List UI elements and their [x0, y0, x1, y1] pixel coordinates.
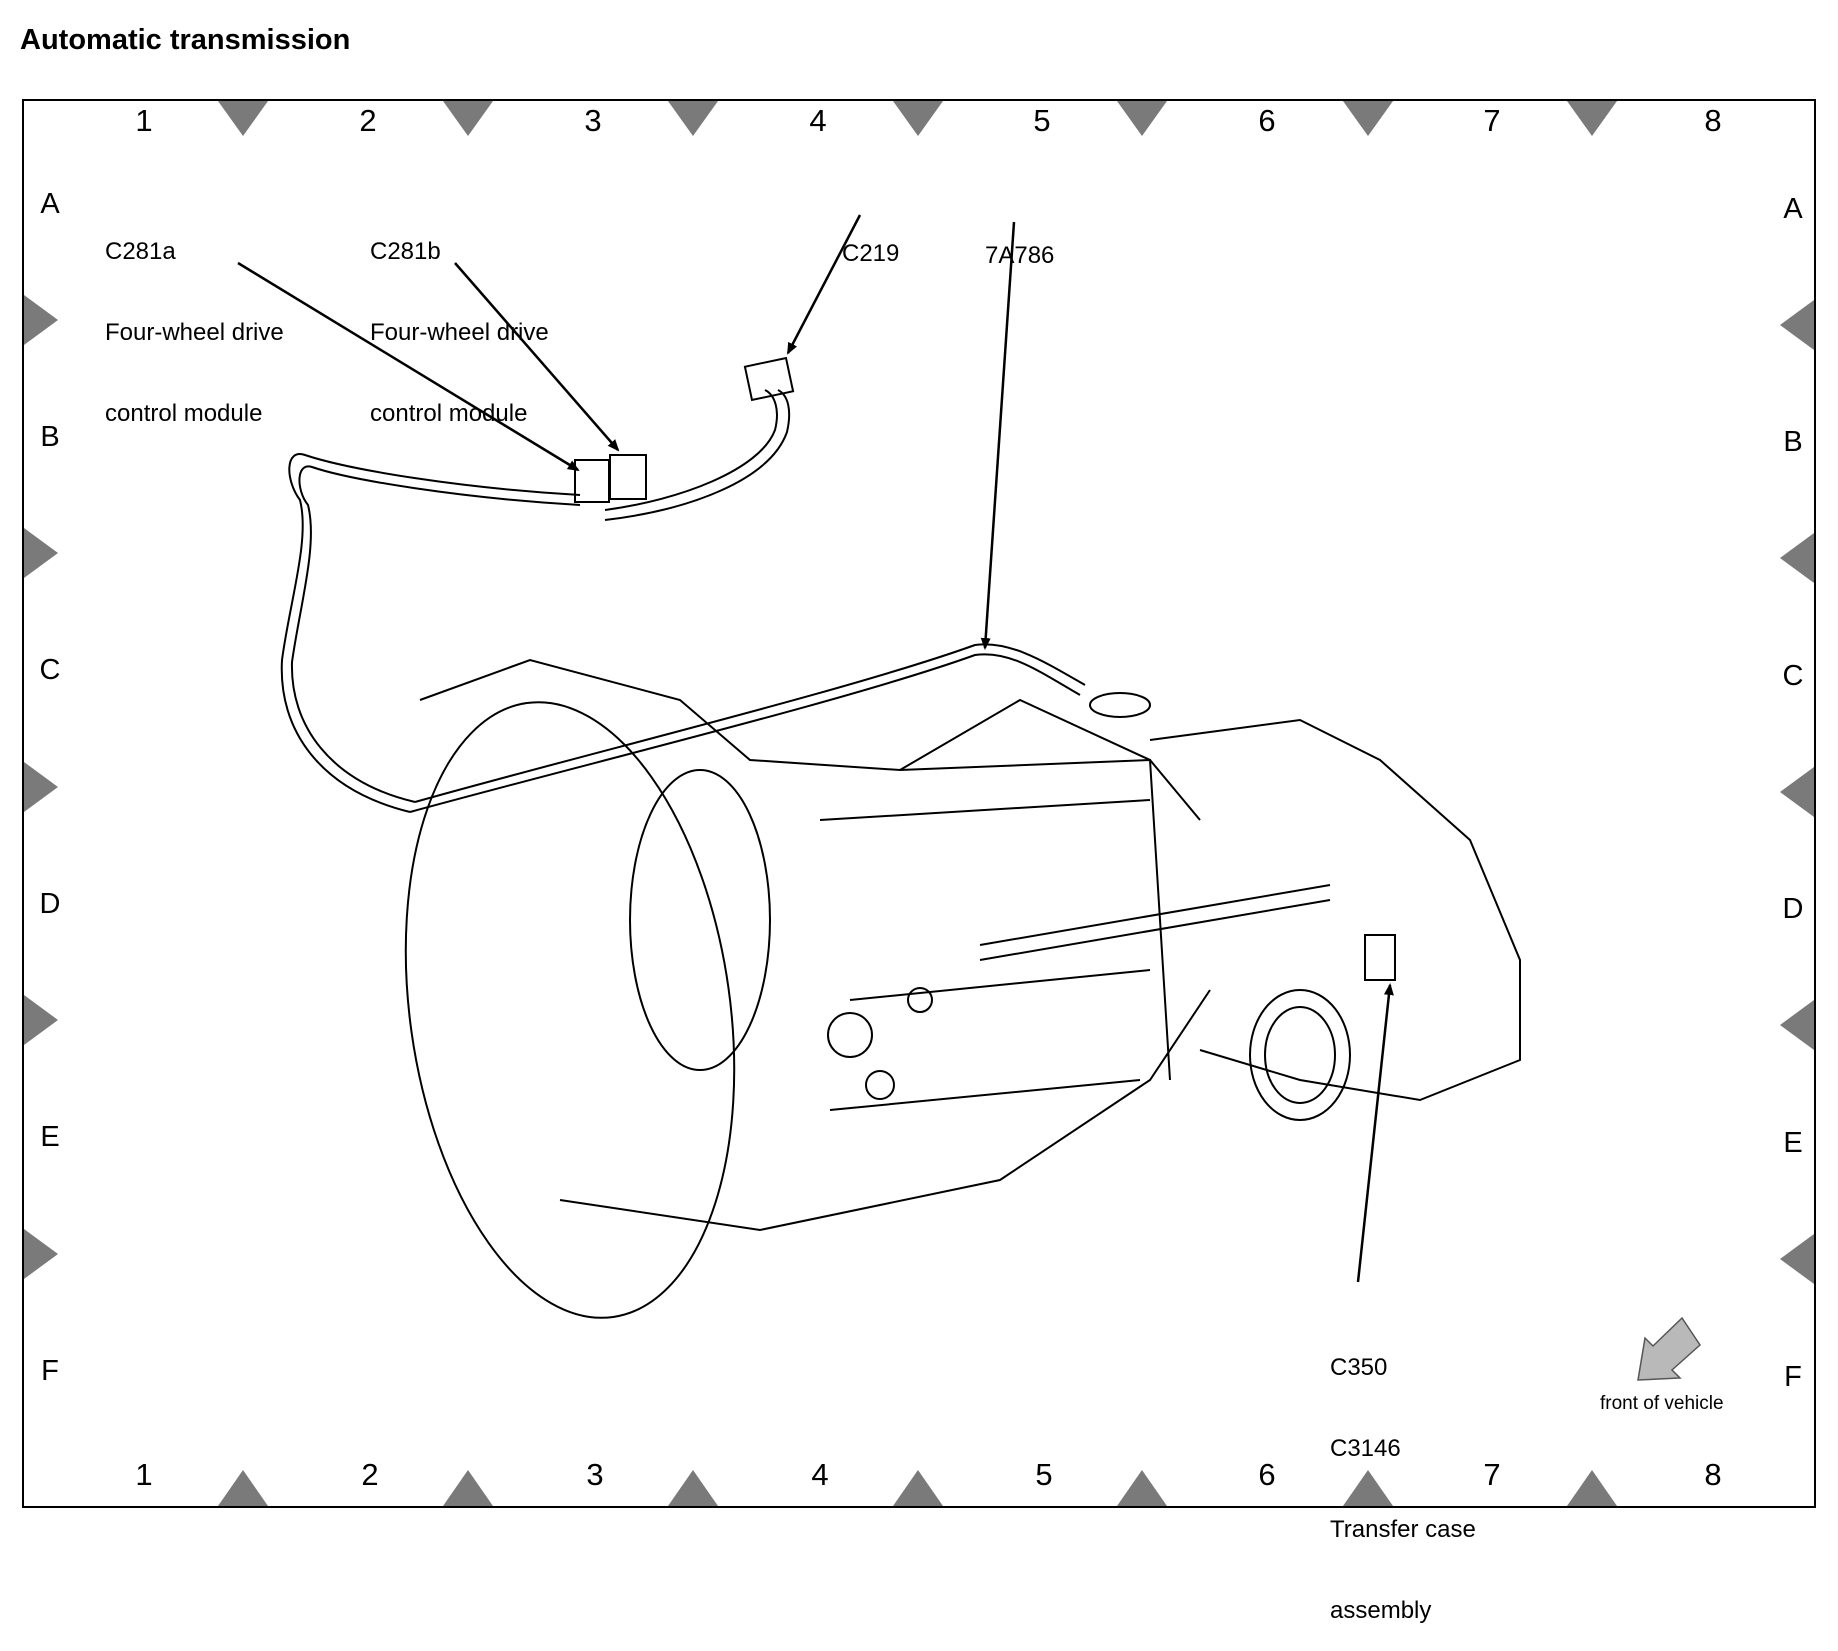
page-title: Automatic transmission — [20, 24, 351, 56]
row-letter-right-d: D — [1782, 893, 1804, 925]
col-number-top-6: 6 — [1258, 103, 1276, 138]
callout-transfer-desc2: assembly — [1330, 1597, 1432, 1624]
callout-c281b-desc1: Four-wheel drive — [370, 319, 549, 346]
callout-c3146-id: C3146 — [1330, 1435, 1401, 1462]
col-number-top-2: 2 — [359, 103, 377, 138]
col-number-bottom-1: 1 — [135, 1457, 153, 1492]
row-letter-left-a: A — [40, 188, 60, 220]
row-letter-right-c: C — [1782, 660, 1804, 692]
col-number-bottom-5: 5 — [1035, 1457, 1053, 1492]
row-letter-right-f: F — [1784, 1361, 1802, 1393]
callout-c281a: C281a Four-wheel drive control module — [105, 184, 284, 454]
col-number-top-7: 7 — [1483, 103, 1501, 138]
callout-c281b: C281b Four-wheel drive control module — [370, 184, 549, 454]
callout-c350-id: C350 — [1330, 1354, 1388, 1381]
transmission-body — [404, 658, 1521, 1319]
front-of-vehicle-arrow-icon — [1637, 1316, 1701, 1381]
col-number-bottom-2: 2 — [361, 1457, 379, 1492]
callout-7a786: 7A786 — [985, 188, 1054, 296]
callout-c281b-desc2: control module — [370, 400, 528, 427]
col-number-bottom-8: 8 — [1704, 1457, 1722, 1492]
row-letter-left-e: E — [40, 1121, 60, 1153]
callout-c281a-id: C281a — [105, 238, 176, 265]
row-letter-right-b: B — [1783, 426, 1803, 458]
col-number-top-3: 3 — [584, 103, 602, 138]
callout-c281a-desc2: control module — [105, 400, 263, 427]
front-of-vehicle-label: front of vehicle — [1600, 1393, 1724, 1414]
col-number-top-1: 1 — [135, 103, 153, 138]
callout-c219: C219 — [842, 186, 899, 294]
callout-c281a-desc1: Four-wheel drive — [105, 319, 284, 346]
col-number-bottom-6: 6 — [1258, 1457, 1276, 1492]
row-letter-left-c: C — [39, 654, 61, 686]
row-letter-left-d: D — [39, 888, 61, 920]
row-letter-right-e: E — [1783, 1127, 1803, 1159]
wiring-harness — [280, 356, 1086, 813]
col-number-top-8: 8 — [1704, 103, 1722, 138]
callout-c281b-id: C281b — [370, 238, 441, 265]
col-number-bottom-7: 7 — [1483, 1457, 1501, 1492]
callout-c219-id: C219 — [842, 240, 900, 267]
row-letter-left-f: F — [41, 1355, 59, 1387]
grid-markers — [24, 101, 1814, 1506]
leader-lines — [237, 214, 1394, 1283]
col-number-bottom-4: 4 — [811, 1457, 829, 1492]
diagram-frame — [22, 99, 1816, 1508]
row-letter-right-a: A — [1783, 193, 1803, 225]
transmission-illustration — [24, 101, 1814, 1506]
col-number-top-4: 4 — [809, 103, 827, 138]
col-number-top-5: 5 — [1033, 103, 1051, 138]
row-letter-left-b: B — [40, 421, 60, 453]
col-number-bottom-3: 3 — [586, 1457, 604, 1492]
callout-7a786-id: 7A786 — [985, 242, 1055, 269]
